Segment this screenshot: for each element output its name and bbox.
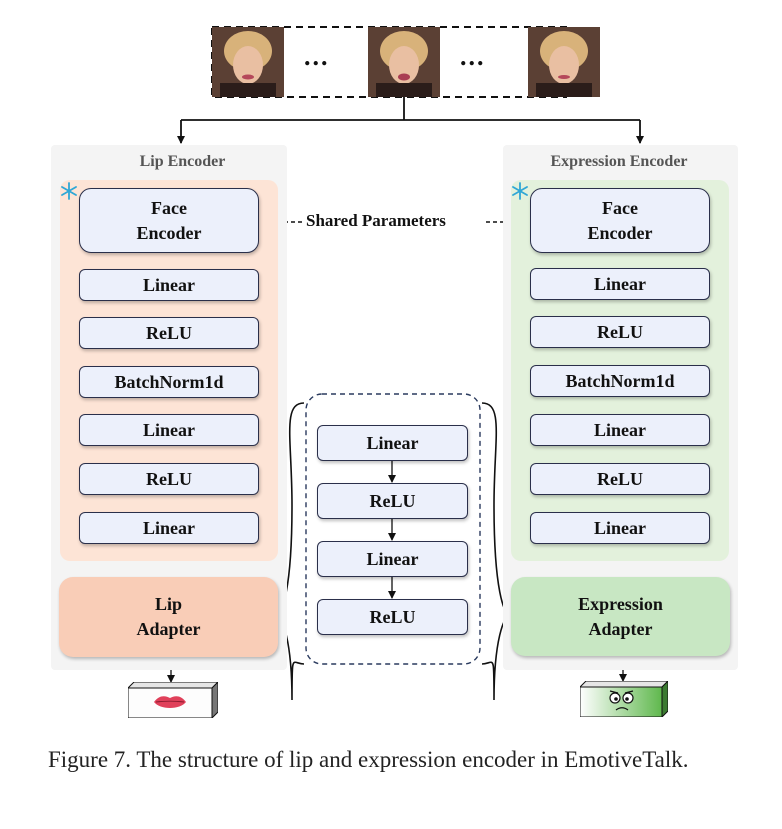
snowflake-icon: [511, 182, 529, 205]
lip-layer-linear-2: Linear: [79, 414, 259, 446]
frame-ellipsis-right: ...: [460, 42, 486, 71]
lip-layer-relu-1: ReLU: [79, 317, 259, 349]
expression-layer-relu-2: ReLU: [530, 463, 710, 495]
lip-layer-relu-2: ReLU: [79, 463, 259, 495]
lip-face-encoder: Face Encoder: [79, 188, 259, 253]
adapter-layer-linear-1: Linear: [317, 425, 468, 461]
video-frame-2: [368, 27, 440, 97]
snowflake-icon: [60, 182, 78, 205]
expression-layer-relu-1: ReLU: [530, 316, 710, 348]
adapter-layer-relu-2: ReLU: [317, 599, 468, 635]
expression-face-encoder: Face Encoder: [530, 188, 710, 253]
expression-layer-linear-2: Linear: [530, 414, 710, 446]
lip-adapter: Lip Adapter: [59, 577, 278, 657]
expression-layer-linear-3: Linear: [530, 512, 710, 544]
frame-ellipsis-left: ...: [304, 42, 330, 71]
lip-encoder-title: Lip Encoder: [139, 153, 226, 170]
adapter-detail-border: [305, 393, 481, 665]
shared-parameters-label: Shared Parameters: [304, 211, 448, 231]
expression-encoder-title: Expression Encoder: [550, 153, 688, 170]
expression-layer-batchnorm: BatchNorm1d: [530, 365, 710, 397]
adapter-layer-linear-2: Linear: [317, 541, 468, 577]
video-frame-3: [528, 27, 600, 97]
expression-adapter: Expression Adapter: [511, 577, 730, 656]
adapter-layer-relu-1: ReLU: [317, 483, 468, 519]
lip-layer-batchnorm: BatchNorm1d: [79, 366, 259, 398]
lip-layer-linear-3: Linear: [79, 512, 259, 544]
face-expression-icon: [578, 679, 670, 722]
video-frame-1: [212, 27, 284, 97]
lips-icon: [126, 680, 220, 723]
lip-layer-linear-1: Linear: [79, 269, 259, 301]
figure-caption: Figure 7. The structure of lip and expre…: [48, 747, 689, 772]
expression-layer-linear-1: Linear: [530, 268, 710, 300]
